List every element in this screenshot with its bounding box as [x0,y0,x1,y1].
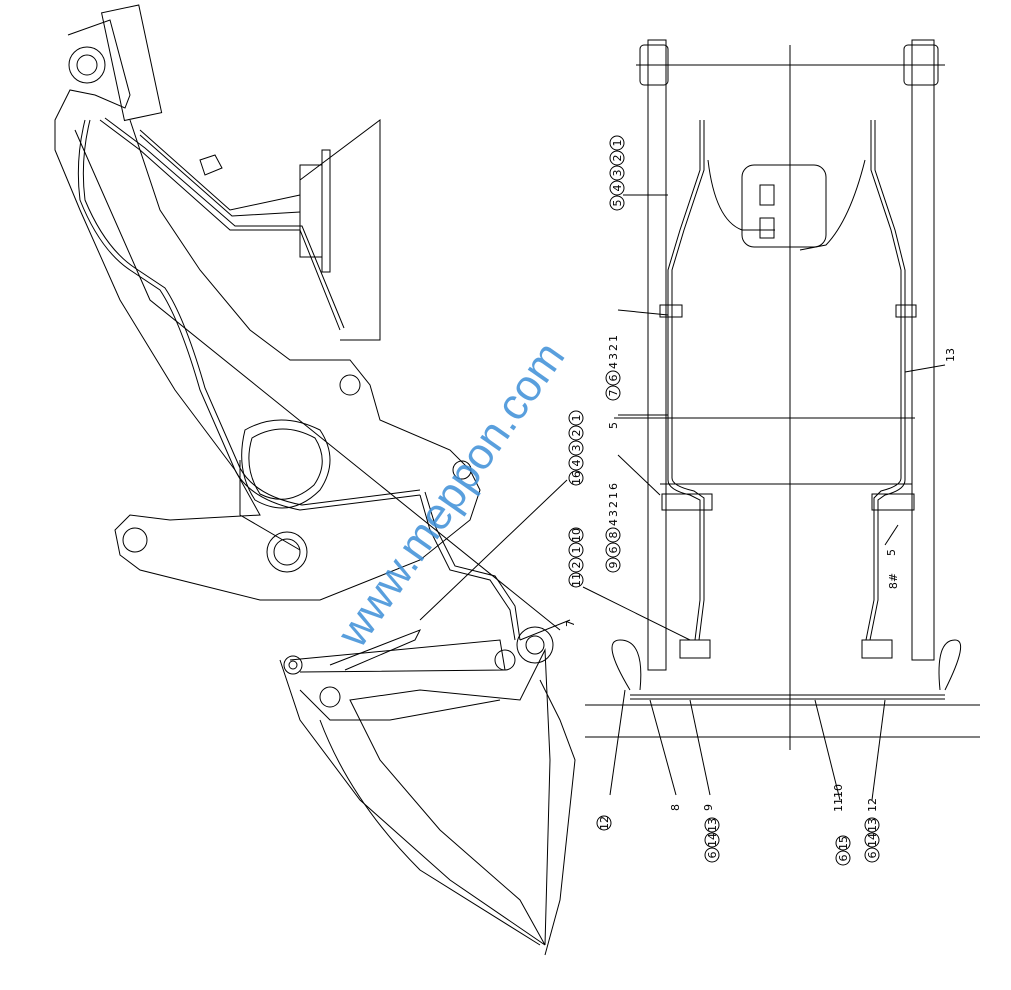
callout-number: 13 [944,348,957,362]
callout-bottom-12: 12 [866,798,879,812]
callout-circle [568,410,584,426]
callout-circle [568,425,584,441]
callout-number: 6 [837,855,850,862]
callout-circle [864,832,880,848]
callout-number: 6 [607,547,620,554]
callout-number: 8# [887,573,900,589]
callout-cylinder: 7 [564,620,577,627]
callout-right-clamp: 5 [885,549,898,556]
callout-number: 16 [570,471,583,485]
callout-number: 1 [570,415,583,422]
callout-number: 11 [832,798,845,812]
callout-number: 15 [837,836,850,850]
callout-number: 6 [706,852,719,859]
callout-right-pipe: 13 [944,348,957,362]
callout-bottom-loop-left: 12 [596,815,612,831]
callout-number: 7 [564,620,577,627]
callout-number: 14 [706,833,719,847]
callout-circle [704,817,720,833]
boom-side-view [54,4,576,956]
callout-number: 13 [706,818,719,832]
callout-number: 5 [885,549,898,556]
callout-circle [568,470,584,486]
callout-number: 5 [607,422,620,429]
callout-boom-lower: 11 2 1 10 [568,527,584,588]
callout-number: 6 [607,483,620,490]
callout-bottom-9: 9 [702,804,715,811]
callout-number: 12 [866,798,879,812]
callout-left-upper: 7 6 4 3 2 1 [605,335,621,401]
callout-number: 4 [611,185,624,192]
callout-number: 9 [607,562,620,569]
leader-lines [419,194,946,801]
callout-circle [609,135,625,151]
callout-circle [609,165,625,181]
callout-number: 14 [866,833,879,847]
callout-circle [605,557,621,573]
callout-circle [864,847,880,863]
callout-left-lower: 9 6 8 4 3 2 1 6 [605,483,621,573]
callout-number: 1 [570,547,583,554]
callout-number: 4 [570,460,583,467]
watermark: www.meppon.com [327,333,574,656]
callout-circle [568,527,584,543]
callout-right-bolt: 8# [887,573,900,589]
callout-valve-top: 5 4 3 2 1 [609,135,625,211]
callout-circle [568,572,584,588]
callout-circle [605,370,621,386]
callout-number: 11 [570,573,583,587]
callout-number: 9 [702,804,715,811]
callout-circle [568,455,584,471]
callout-number: 3 [607,510,620,517]
callout-number: 8 [607,532,620,539]
callout-bottom-mid-fit: 6 15 [835,835,851,866]
callout-number: 1 [607,335,620,342]
callout-circle [704,832,720,848]
callout-number: 3 [570,445,583,452]
callout-number: 4 [607,519,620,526]
callout-boom-upper: 16 4 3 2 1 [568,410,584,486]
callout-left-mid: 5 [607,422,620,429]
callout-circle [609,180,625,196]
callout-circle [835,835,851,851]
callout-number: 4 [607,362,620,369]
callout-number: 10 [832,784,845,798]
callout-number: 13 [866,818,879,832]
callout-number: 2 [570,430,583,437]
callout-circle [835,850,851,866]
callout-circle [605,542,621,558]
callout-circle [596,815,612,831]
callout-bottom-8: 8 [669,804,682,811]
callout-number: 7 [607,390,620,397]
callout-circle [568,542,584,558]
callout-number: 8 [669,804,682,811]
callout-number: 1 [611,140,624,147]
callout-number: 5 [611,200,624,207]
callout-number: 6 [866,852,879,859]
callout-circle [864,817,880,833]
callout-number: 3 [607,353,620,360]
callout-labels: 5432176432159684321616432111211071358#12… [564,135,957,866]
callout-circle [605,385,621,401]
callout-circle [568,557,584,573]
chassis-plan-view [585,39,980,750]
callout-number: 2 [607,344,620,351]
callout-number: 1 [607,492,620,499]
callout-number: 10 [570,528,583,542]
callout-circle [609,195,625,211]
callout-circle [704,847,720,863]
callout-number: 2 [611,155,624,162]
callout-number: 6 [607,375,620,382]
callout-number: 2 [570,562,583,569]
callout-number: 3 [611,170,624,177]
callout-circle [568,440,584,456]
callout-number: 12 [598,816,611,830]
callout-number: 2 [607,501,620,508]
callout-circle [605,527,621,543]
callout-circle [609,150,625,166]
